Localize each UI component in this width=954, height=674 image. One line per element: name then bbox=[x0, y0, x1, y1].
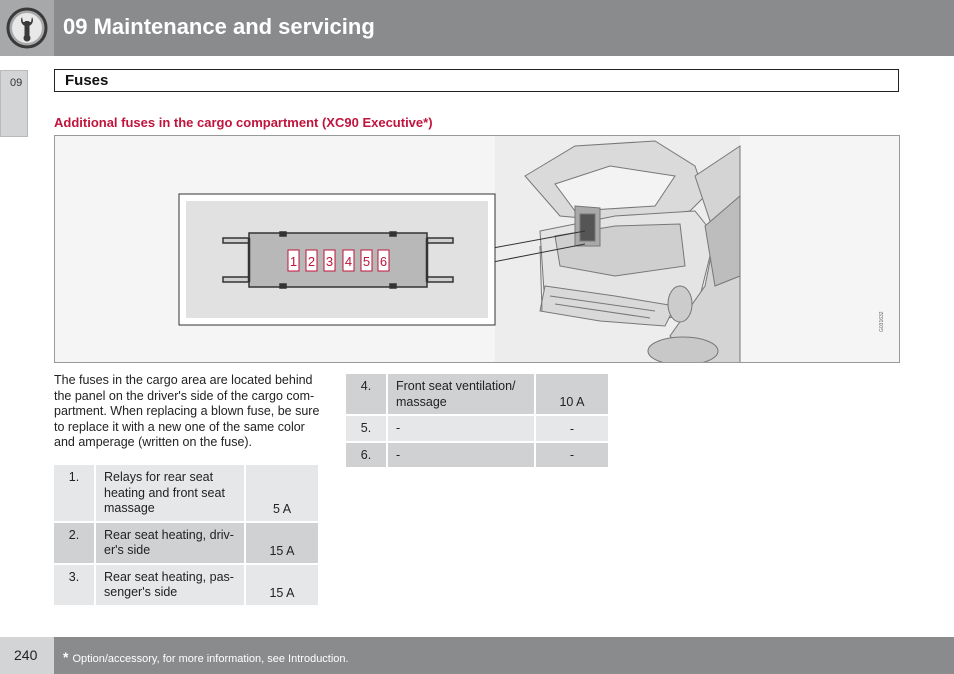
table-row: 3. Rear seat heating, pas-senger's side … bbox=[54, 564, 318, 607]
fuse-label-2: 2 bbox=[308, 254, 315, 269]
footnote-text: Option/accessory, for more information, … bbox=[72, 653, 349, 665]
fuse-holder bbox=[222, 231, 454, 289]
fuse-description: Rear seat heating, pas-senger's side bbox=[94, 564, 244, 607]
fuse-label-5: 5 bbox=[363, 254, 370, 269]
table-row: 1. Relays for rear seat heating and fron… bbox=[54, 465, 318, 523]
section-title: Fuses bbox=[65, 72, 109, 89]
fuse-amperage: 15 A bbox=[244, 564, 318, 607]
fuse-amperage: 10 A bbox=[534, 374, 608, 416]
fuse-slot-3 bbox=[323, 249, 336, 272]
fuse-number: 5. bbox=[346, 416, 386, 443]
table-row: 2. Rear seat heating, driv-er's side 15 … bbox=[54, 522, 318, 565]
fuse-slots: 1 2 3 4 5 6 bbox=[287, 249, 390, 272]
fuse-description: Relays for rear seat heating and front s… bbox=[94, 465, 244, 523]
callout-line-bottom bbox=[492, 243, 586, 263]
fuse-slot-6 bbox=[377, 249, 390, 272]
footnote-star: * bbox=[63, 649, 69, 665]
fuse-number: 1. bbox=[54, 465, 94, 523]
fuse-amperage: 15 A bbox=[244, 522, 318, 565]
fuse-label-1: 1 bbox=[290, 254, 297, 269]
fuse-number: 3. bbox=[54, 564, 94, 607]
fuse-number: 6. bbox=[346, 442, 386, 469]
fuse-table-right: 4. Front seat ventilation/ massage 10 A … bbox=[346, 374, 608, 469]
car-rear-drawing bbox=[524, 140, 741, 362]
fuse-slot-5 bbox=[360, 249, 373, 272]
table-row: 4. Front seat ventilation/ massage 10 A bbox=[346, 374, 608, 416]
fuse-description: - bbox=[386, 416, 534, 443]
section-title-box: Fuses bbox=[54, 69, 899, 92]
footnote: *Option/accessory, for more information,… bbox=[63, 649, 349, 665]
fuse-description: Front seat ventilation/ massage bbox=[386, 374, 534, 416]
fuse-table-left: 1. Relays for rear seat heating and fron… bbox=[54, 465, 318, 607]
callout-line-top bbox=[492, 230, 586, 249]
fuse-slot-4 bbox=[342, 249, 355, 272]
cargo-fuse-illustration: 1 2 3 4 5 6 bbox=[178, 136, 741, 362]
subheading: Additional fuses in the cargo compartmen… bbox=[54, 115, 433, 130]
fuse-description: Rear seat heating, driv-er's side bbox=[94, 522, 244, 565]
table-row: 5. - - bbox=[346, 416, 608, 443]
wrench-icon bbox=[6, 7, 48, 49]
description-text: The fuses in the cargo area are located … bbox=[54, 373, 320, 449]
footer-page-box: 240 bbox=[0, 637, 54, 674]
chapter-tab[interactable]: 09 bbox=[0, 70, 28, 137]
chapter-header: 09 Maintenance and servicing bbox=[0, 0, 954, 56]
chapter-title: 09 Maintenance and servicing bbox=[63, 14, 375, 39]
page-number: 240 bbox=[14, 647, 38, 663]
fuse-location-figure: 1 2 3 4 5 6 G031632 bbox=[54, 135, 900, 363]
chapter-tab-number: 09 bbox=[10, 77, 23, 89]
fuse-number: 2. bbox=[54, 522, 94, 565]
fuse-slot-1 bbox=[287, 249, 300, 272]
figure-code: G031632 bbox=[879, 311, 885, 332]
table-row: 6. - - bbox=[346, 442, 608, 469]
fuse-amperage: - bbox=[534, 442, 608, 469]
fuse-label-4: 4 bbox=[345, 254, 352, 269]
fuse-number: 4. bbox=[346, 374, 386, 416]
fuse-amperage: 5 A bbox=[244, 465, 318, 523]
fuse-amperage: - bbox=[534, 416, 608, 443]
fuse-description: - bbox=[386, 442, 534, 469]
fuse-label-3: 3 bbox=[326, 254, 333, 269]
chapter-icon-box bbox=[0, 0, 54, 56]
fuse-slot-2 bbox=[305, 249, 318, 272]
fuse-label-6: 6 bbox=[380, 254, 387, 269]
page-footer: 240 *Option/accessory, for more informat… bbox=[0, 637, 954, 674]
